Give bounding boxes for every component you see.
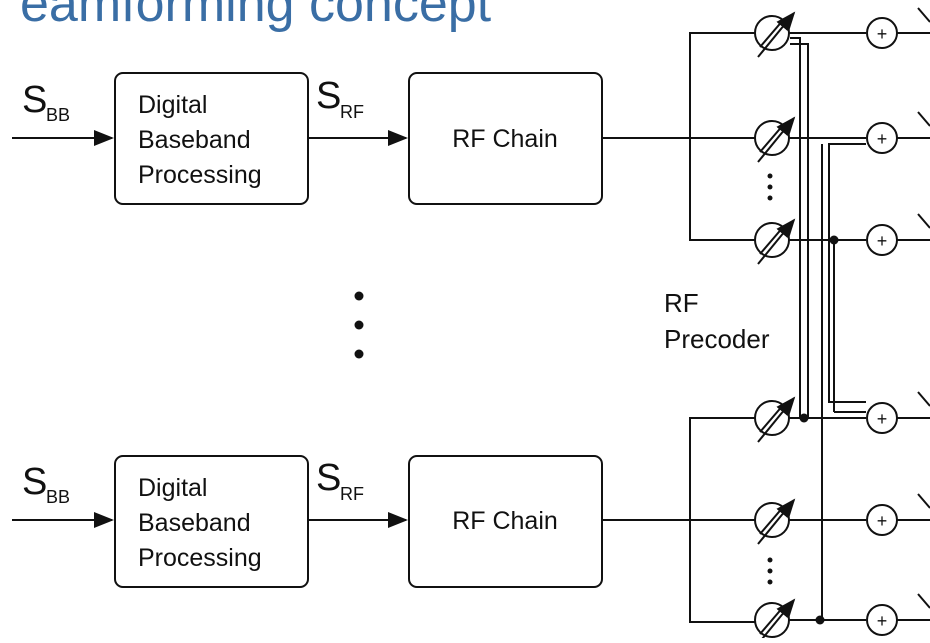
input-symbol: S [22, 461, 47, 503]
vertical-ellipsis-icon [767, 173, 773, 201]
combiner-icon: + [866, 224, 898, 256]
baseband-label-line: Baseband [138, 509, 251, 537]
svg-text:+: + [877, 511, 888, 531]
svg-text:+: + [877, 129, 888, 149]
rf-chain-block [408, 455, 603, 588]
rf-subscript: RF [340, 484, 364, 504]
rf-chain-label: RF Chain [452, 507, 558, 535]
vertical-ellipsis-icon [767, 557, 773, 585]
svg-text:+: + [877, 24, 888, 44]
precoder-label-line: RF [664, 288, 699, 318]
baseband-label-line: Digital [138, 474, 207, 502]
baseband-label-line: Baseband [138, 126, 251, 154]
precoder-network [790, 37, 866, 625]
branch-top: S BB Digital Baseband Processing S RF RF… [12, 32, 773, 241]
phase-shifter-icon [754, 396, 796, 443]
precoder-label-line: Precoder [664, 324, 770, 354]
combiner-icon: + [866, 402, 898, 434]
baseband-label-line: Processing [138, 161, 262, 189]
phase-shifter-icon [754, 598, 796, 643]
baseband-block [114, 455, 309, 588]
page-title: eamforming concept [20, 0, 492, 33]
phase-shifter-icon [754, 498, 796, 545]
input-subscript: BB [46, 487, 70, 507]
branch-bottom: S BB Digital Baseband Processing S RF RF… [12, 417, 773, 623]
phase-shifter-icon [754, 218, 796, 265]
svg-text:+: + [877, 611, 888, 631]
split-bus [689, 32, 755, 241]
phase-shifter-icon [754, 116, 796, 163]
svg-text:+: + [877, 231, 888, 251]
rf-symbol: S [316, 457, 341, 499]
combiner-icon: + [866, 604, 898, 636]
phase-shifter-icon [754, 11, 796, 58]
vertical-ellipsis-icon [354, 291, 364, 359]
input-subscript: BB [46, 105, 70, 125]
combiner-icon: + [866, 17, 898, 49]
rf-subscript: RF [340, 102, 364, 122]
rf-chain-label: RF Chain [452, 125, 558, 153]
svg-text:+: + [877, 409, 888, 429]
combiner-icon: + [866, 122, 898, 154]
baseband-label-line: Processing [138, 544, 262, 572]
baseband-label-line: Digital [138, 91, 207, 119]
rf-symbol: S [316, 75, 341, 117]
combiner-icon: + [866, 504, 898, 536]
input-symbol: S [22, 79, 47, 121]
